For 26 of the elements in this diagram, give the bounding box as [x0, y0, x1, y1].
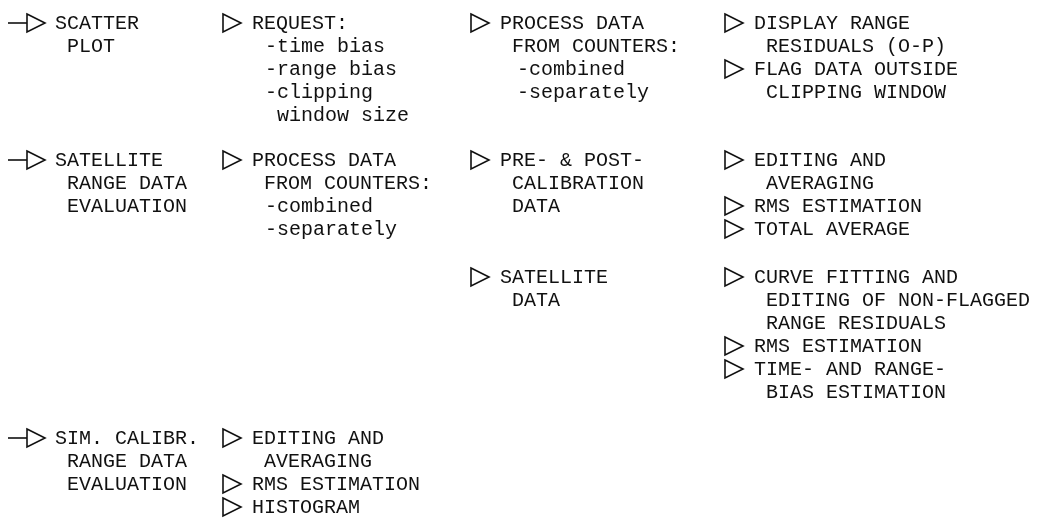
list-text: PROCESS DATA FROM COUNTERS:	[252, 148, 434, 195]
list-text: -clipping window size	[265, 80, 411, 127]
list-text: -separately	[517, 80, 650, 104]
list-text: EDITING AND AVERAGING	[252, 426, 386, 473]
list-text: -combined	[265, 194, 374, 218]
list-text: REQUEST:	[252, 11, 348, 35]
list-text: SATELLITE RANGE DATA EVALUATION	[55, 148, 189, 218]
list-text: TIME- AND RANGE- BIAS ESTIMATION	[754, 357, 948, 404]
list-text: -combined	[517, 57, 626, 81]
list-text: DISPLAY RANGE RESIDUALS (O-P)	[754, 11, 948, 58]
list-text: RMS ESTIMATION	[754, 194, 923, 218]
list-text: -separately	[265, 217, 398, 241]
list-text: SATELLITE DATA	[500, 265, 610, 312]
list-text: RMS ESTIMATION	[754, 334, 923, 358]
list-text: -time bias	[265, 34, 386, 58]
list-text: CURVE FITTING AND EDITING OF NON-FLAGGED RANGE RESIDUALS	[754, 265, 1032, 335]
list-text: PROCESS DATA FROM COUNTERS:	[500, 11, 682, 58]
list-text: SIM. CALIBR. RANGE DATA EVALUATION	[55, 426, 201, 496]
list-text: TOTAL AVERAGE	[754, 217, 911, 241]
list-text: SCATTER PLOT	[55, 11, 140, 58]
list-text: -range bias	[265, 57, 398, 81]
list-text: HISTOGRAM	[252, 495, 361, 519]
list-text: PRE- & POST- CALIBRATION DATA	[500, 148, 646, 218]
list-text: RMS ESTIMATION	[252, 472, 421, 496]
list-text: EDITING AND AVERAGING	[754, 148, 888, 195]
list-text: FLAG DATA OUTSIDE CLIPPING WINDOW	[754, 57, 960, 104]
